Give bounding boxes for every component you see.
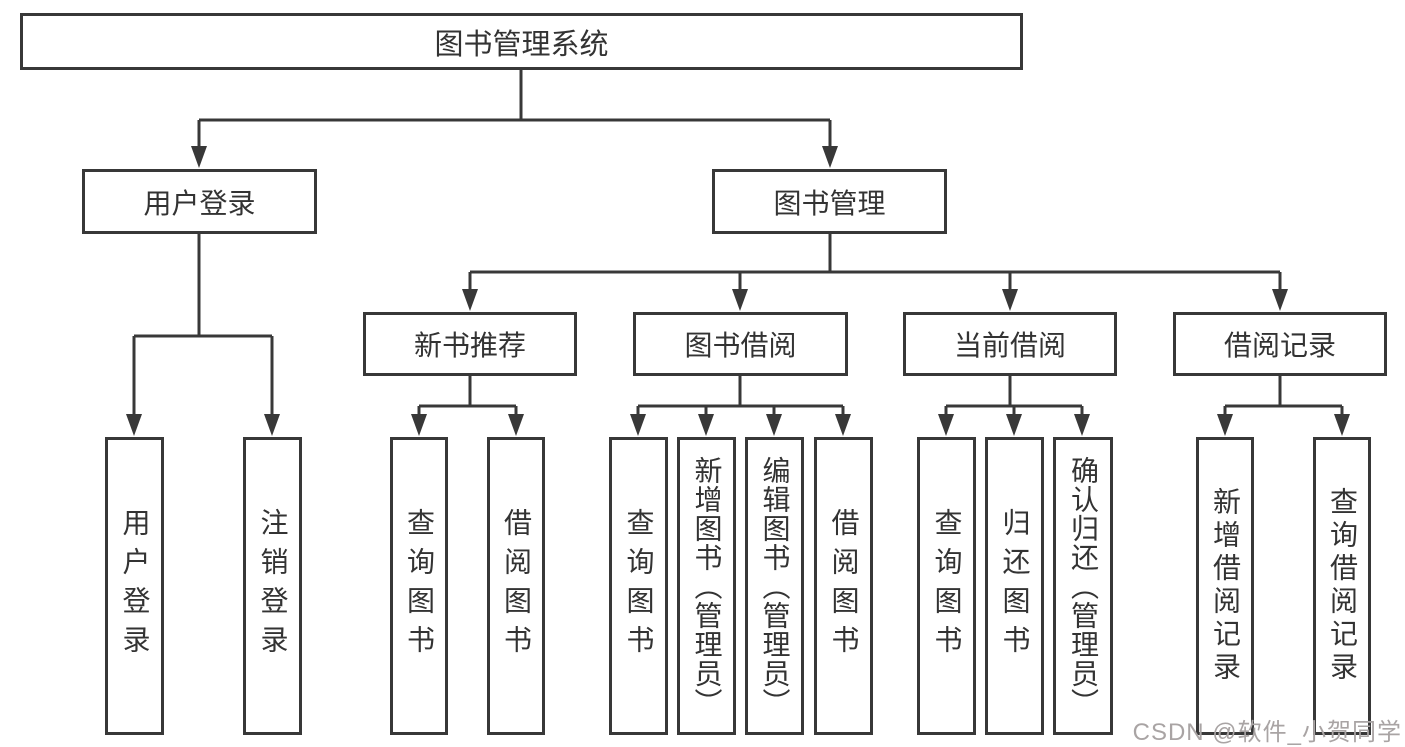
leaf-rec-borrow-books-label: 借阅图书: [501, 508, 532, 664]
leaf-bb-edit-books-admin: 编辑图书（管理员）: [745, 437, 804, 735]
leaf-br-query-record: 查询借阅记录: [1313, 437, 1371, 735]
leaf-cb-return-books: 归还图书: [985, 437, 1044, 735]
leaf-bb-add-books-admin-label: 新增图书（管理员）: [691, 455, 723, 717]
leaf-rec-query-books-label: 查询图书: [404, 508, 435, 664]
leaf-cb-confirm-return-admin-label: 确认归还（管理员）: [1068, 455, 1099, 717]
leaf-bb-borrow-books: 借阅图书: [814, 437, 873, 735]
node-library-system: 图书管理系统: [20, 13, 1023, 70]
leaf-bb-borrow-books-label: 借阅图书: [828, 508, 860, 664]
node-user-login: 用户登录: [82, 169, 317, 234]
leaf-bb-add-books-admin: 新增图书（管理员）: [677, 437, 736, 735]
node-book-management: 图书管理: [712, 169, 947, 234]
leaf-cb-confirm-return-admin: 确认归还（管理员）: [1053, 437, 1113, 735]
node-new-book-recommend: 新书推荐: [363, 312, 577, 376]
leaf-bb-edit-books-admin-label: 编辑图书（管理员）: [759, 455, 791, 717]
node-borrow-records: 借阅记录: [1173, 312, 1387, 376]
leaf-rec-borrow-books: 借阅图书: [487, 437, 545, 735]
node-current-borrow: 当前借阅: [903, 312, 1117, 376]
leaf-bb-query-books: 查询图书: [609, 437, 668, 735]
leaf-logout-label: 注销登录: [257, 508, 289, 664]
leaf-rec-query-books: 查询图书: [390, 437, 448, 735]
csdn-watermark: CSDN @软件_小贺同学: [1132, 719, 1402, 746]
leaf-cb-return-books-label: 归还图书: [999, 508, 1031, 664]
leaf-logout: 注销登录: [243, 437, 302, 735]
leaf-br-add-record-label: 新增借阅记录: [1210, 487, 1241, 685]
leaf-bb-query-books-label: 查询图书: [623, 508, 655, 664]
leaf-br-query-record-label: 查询借阅记录: [1327, 487, 1358, 685]
leaf-cb-query-books: 查询图书: [917, 437, 976, 735]
node-book-borrow: 图书借阅: [633, 312, 848, 376]
leaf-cb-query-books-label: 查询图书: [931, 508, 963, 664]
leaf-user-login: 用户登录: [105, 437, 164, 735]
leaf-br-add-record: 新增借阅记录: [1196, 437, 1254, 735]
leaf-user-login-label: 用户登录: [119, 508, 151, 664]
